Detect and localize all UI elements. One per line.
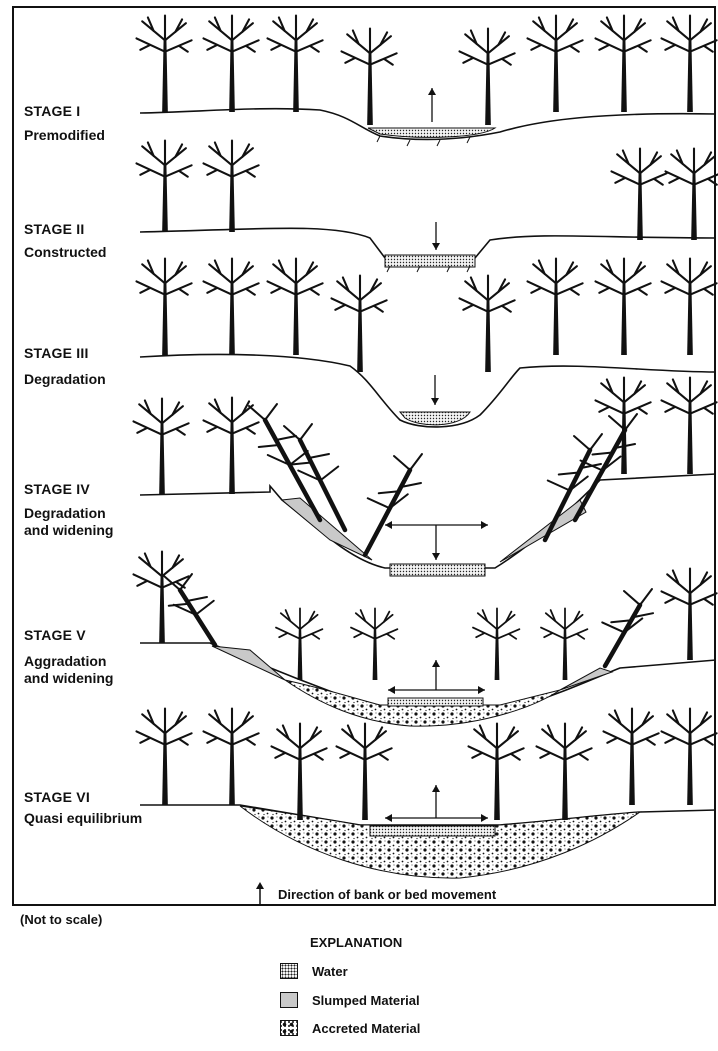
slumped-swatch-icon bbox=[280, 992, 298, 1008]
stage-5-subtitle: Aggradation and widening bbox=[24, 653, 113, 687]
direction-arrow-icon bbox=[256, 882, 264, 906]
legend-item-water: Water bbox=[280, 961, 348, 981]
stage-3-title: STAGE III bbox=[24, 345, 89, 361]
stage-3-subtitle: Degradation bbox=[24, 371, 106, 388]
legend-label-slumped: Slumped Material bbox=[312, 993, 420, 1008]
water-swatch-icon bbox=[280, 963, 298, 979]
stage-2-section bbox=[137, 141, 718, 272]
stage-3-section bbox=[137, 259, 717, 427]
scale-note: (Not to scale) bbox=[20, 912, 102, 927]
stage-2-subtitle: Constructed bbox=[24, 244, 106, 261]
stage-6-subtitle: Quasi equilibrium bbox=[24, 810, 142, 827]
stage-4-section bbox=[134, 378, 717, 576]
accreted-swatch-icon bbox=[280, 1020, 298, 1036]
arrow-note: Direction of bank or bed movement bbox=[278, 887, 496, 902]
legend-label-water: Water bbox=[312, 964, 348, 979]
stage-1-subtitle: Premodified bbox=[24, 127, 105, 144]
legend-item-accreted: Accreted Material bbox=[280, 1018, 420, 1038]
legend-title: EXPLANATION bbox=[310, 935, 402, 950]
stage-5-title: STAGE V bbox=[24, 627, 86, 643]
stage-2-title: STAGE II bbox=[24, 221, 84, 237]
stage-1-title: STAGE I bbox=[24, 103, 80, 119]
legend-label-accreted: Accreted Material bbox=[312, 1021, 420, 1036]
legend-item-slumped: Slumped Material bbox=[280, 990, 420, 1010]
stage-4-subtitle: Degradation and widening bbox=[24, 505, 113, 539]
stage-6-title: STAGE VI bbox=[24, 789, 90, 805]
stage-1-section bbox=[137, 16, 717, 146]
stage-5-section bbox=[134, 552, 717, 727]
stage-4-title: STAGE IV bbox=[24, 481, 90, 497]
stages-layer bbox=[134, 16, 718, 879]
stage-6-section bbox=[137, 709, 717, 879]
